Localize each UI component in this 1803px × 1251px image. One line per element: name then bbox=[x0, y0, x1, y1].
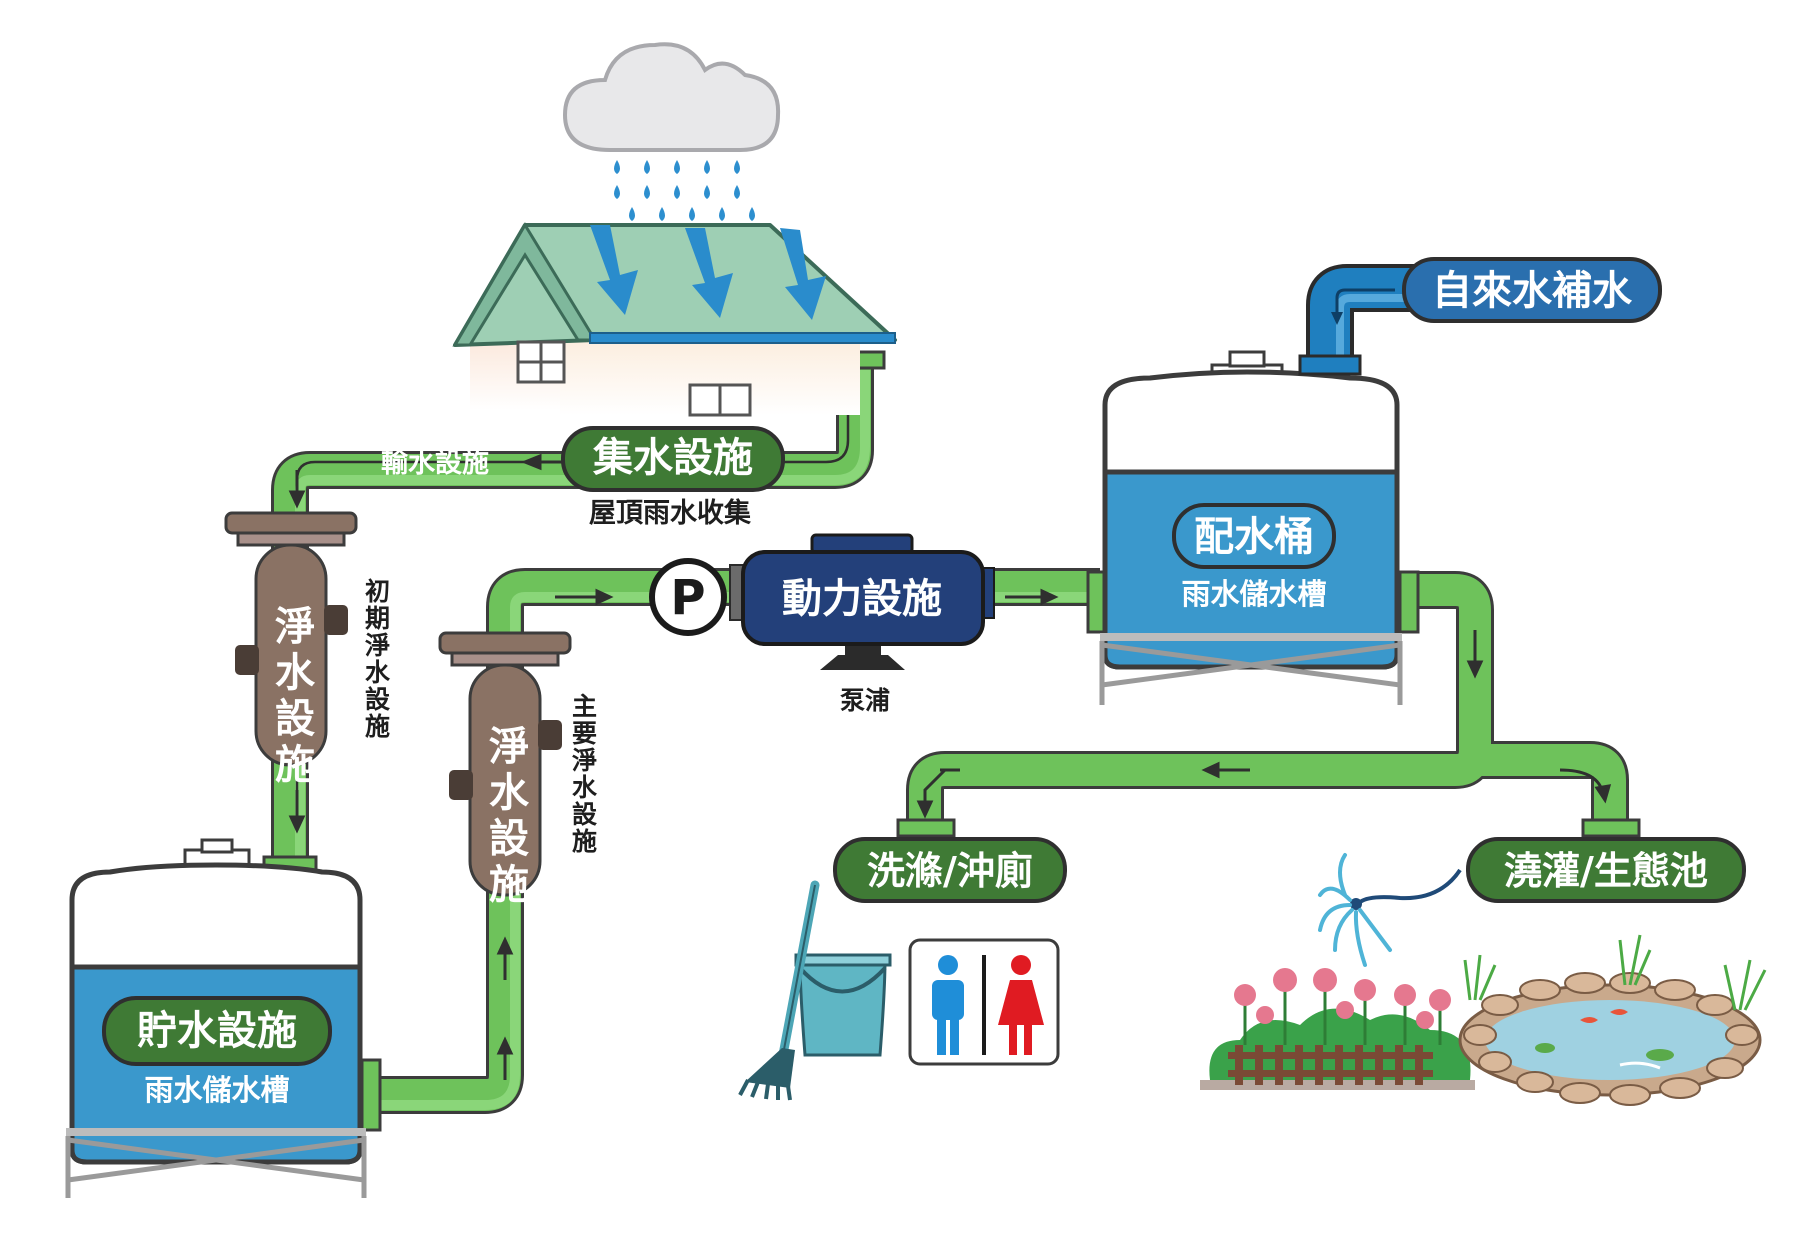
house-icon bbox=[452, 222, 897, 417]
pump-sub-label: 泵浦 bbox=[840, 686, 890, 715]
label-pills bbox=[102, 257, 1746, 1066]
pump-icon bbox=[649, 533, 995, 670]
storage-label: 貯水設施 bbox=[137, 1008, 297, 1054]
pond-icon bbox=[1458, 934, 1767, 1106]
sprinkler-icon bbox=[1318, 853, 1462, 967]
collection-label: 集水設施 bbox=[592, 435, 753, 481]
collection-sub-label: 屋頂雨水收集 bbox=[589, 497, 752, 529]
rain-icon bbox=[614, 160, 755, 221]
tap-water-pipe bbox=[1298, 264, 1420, 376]
distribution-label: 配水桶 bbox=[1194, 514, 1314, 560]
toilet-use-label: 洗滌/沖廁 bbox=[867, 849, 1033, 893]
garden-use-label: 澆灌/生態池 bbox=[1504, 849, 1708, 893]
tap-supply-label: 自來水補水 bbox=[1432, 268, 1633, 314]
distribution-sub-label: 雨水儲水槽 bbox=[1181, 577, 1326, 611]
power-label: 動力設施 bbox=[782, 576, 942, 622]
pump-letter: P bbox=[670, 570, 705, 626]
main-filter-side-label: 主要淨水設施 bbox=[569, 693, 598, 855]
first-flush-label: 淨水設施 bbox=[268, 605, 315, 789]
flower-bed-icon bbox=[1200, 968, 1475, 1090]
flow-arrows bbox=[288, 453, 1612, 1080]
restroom-icon bbox=[908, 938, 1060, 1066]
storage-sub-label: 雨水儲水槽 bbox=[144, 1073, 289, 1107]
main-filter bbox=[438, 631, 572, 897]
conveyance-label: 輸水設施 bbox=[381, 447, 489, 479]
cloud-icon bbox=[562, 42, 781, 152]
first-flush-filter bbox=[224, 511, 358, 767]
main-filter-label: 淨水設施 bbox=[482, 725, 529, 909]
first-flush-side-label: 初期淨水設施 bbox=[362, 578, 391, 740]
mop-bucket-icon bbox=[738, 880, 892, 1101]
